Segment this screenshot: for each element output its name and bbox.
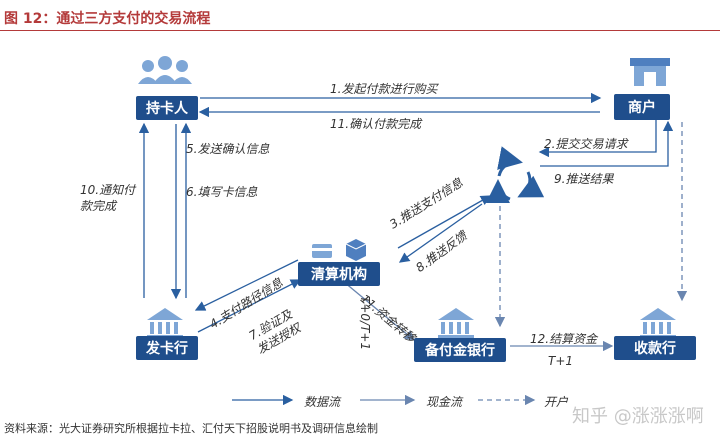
cycle-icon bbox=[485, 146, 545, 204]
label-step-2: 2.提交交易请求 bbox=[544, 137, 628, 151]
bank-icon-issuer bbox=[147, 308, 183, 338]
bank-icon-settlement bbox=[438, 308, 474, 338]
store-icon bbox=[630, 58, 670, 86]
figure-title: 图 12：通过三方支付的交易流程 bbox=[4, 11, 211, 27]
people-icon bbox=[138, 56, 192, 84]
node-acquirer: 收款行 bbox=[614, 336, 696, 360]
card-icon bbox=[312, 244, 332, 258]
flow-4 bbox=[194, 259, 299, 311]
node-issuer: 发卡行 bbox=[136, 336, 198, 360]
flow-3 bbox=[397, 195, 492, 249]
label-step-11: 11.确认付款完成 bbox=[330, 117, 422, 131]
node-cardholder: 持卡人 bbox=[136, 96, 198, 120]
label-step-6: 6.填写卡信息 bbox=[186, 185, 258, 199]
source-footnote: 资料来源：光大证券研究所根据拉卡拉、汇付天下招股说明书及调研信息绘制 bbox=[4, 422, 378, 435]
node-clearing: 清算机构 bbox=[298, 262, 380, 286]
node-settlement-bank: 备付金银行 bbox=[414, 338, 506, 362]
legend-account: 开户 bbox=[544, 395, 569, 409]
label-step-1: 1.发起付款进行购买 bbox=[330, 82, 438, 96]
flow-7 bbox=[197, 279, 302, 333]
flow-11-fund bbox=[343, 281, 416, 341]
watermark: 知乎 @涨涨涨啊 bbox=[572, 406, 704, 427]
label-timing-t0: T+0/T+1 bbox=[358, 296, 372, 351]
bank-icon-acquirer bbox=[640, 308, 676, 338]
box-icon bbox=[345, 239, 367, 261]
flow-9 bbox=[540, 120, 674, 167]
title-divider bbox=[0, 30, 720, 31]
flow-2 bbox=[538, 118, 657, 158]
label-step-9: 9.推送结果 bbox=[554, 172, 614, 186]
label-step-5: 5.发送确认信息 bbox=[186, 142, 270, 156]
legend-data-flow: 数据流 bbox=[304, 395, 341, 409]
legend-cash-flow: 现金流 bbox=[426, 395, 463, 409]
label-step-12: 12.结算资金 bbox=[530, 332, 598, 346]
label-step-10: 10.通知付款完成 bbox=[80, 183, 136, 213]
node-merchant: 商户 bbox=[614, 94, 670, 120]
label-timing-t1: T+1 bbox=[548, 354, 574, 368]
flow-8 bbox=[398, 203, 483, 263]
